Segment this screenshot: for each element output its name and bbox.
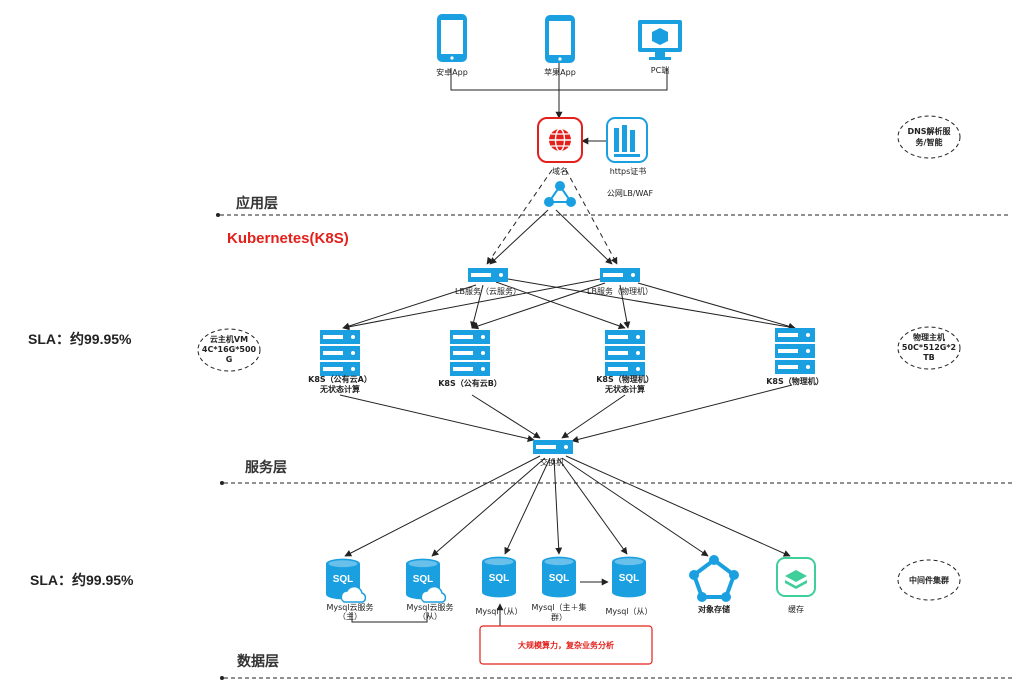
database-icon: SQL — [406, 558, 440, 600]
cloud-vm-note: 云主机VM 4C*16G*500 G — [197, 328, 261, 372]
svg-text:SQL: SQL — [489, 573, 510, 584]
cache-icon — [776, 557, 816, 597]
lb-physical-node: LB服务（物理机） — [587, 268, 653, 296]
k8s-cloud-a-line2: 无状态计算 — [319, 384, 360, 394]
cloud-icon — [340, 585, 367, 603]
lb-cloud-node: LB服务（云服务） — [455, 268, 521, 296]
k8s-physical-2-label: K8S（物理机） — [766, 376, 824, 386]
k8s-cloud-b-node: K8S（公有云B） — [438, 330, 502, 388]
k8s-physical-1-line1: K8S（物理机） — [596, 374, 654, 384]
lb-physical-label: LB服务（物理机） — [587, 286, 653, 296]
physical-host-line3: TB — [923, 353, 935, 362]
mysql-slave-2-label: Mysql（从） — [605, 607, 652, 616]
mysql-cloud-slave-line2: （从） — [418, 612, 442, 621]
server-icon — [468, 268, 508, 282]
cloud-icon — [420, 585, 447, 603]
object-storage-label: 对象存储 — [698, 604, 730, 614]
cloud-vm-line2: 4C*16G*500 — [202, 345, 257, 354]
mysql-slave-2-node: SQL Mysql（从） — [605, 556, 653, 616]
monitor-icon — [638, 20, 682, 60]
object-storage-icon — [689, 555, 739, 602]
server-stack-icon — [320, 330, 360, 376]
domain-node: 域名 — [537, 117, 583, 176]
dns-note-line1: DNS解析服 — [907, 126, 951, 136]
public-lb-waf-label: 公网LB/WAF — [607, 189, 654, 198]
application-layer-label: 应用层 — [236, 195, 278, 211]
switch-icon — [533, 440, 573, 454]
svg-text:SQL: SQL — [413, 574, 434, 585]
mysql-slave-1-label: Mysql（从） — [475, 607, 522, 616]
sla-top-label: SLA：约99.95% — [28, 331, 132, 347]
lb-cloud-label: LB服务（云服务） — [455, 286, 521, 296]
database-icon: SQL — [612, 556, 646, 598]
database-icon: SQL — [326, 558, 360, 600]
dns-note-line2: 务/智能 — [916, 137, 943, 147]
cache-node: 缓存 — [776, 557, 816, 614]
apple-app-node: 苹果App — [544, 15, 576, 77]
database-icon: SQL — [542, 556, 576, 598]
globe-icon — [537, 117, 583, 163]
analytics-callout: 大规模算力，复杂业务分析 — [479, 625, 653, 665]
certificate-icon — [606, 117, 648, 163]
distribution-hub-icon — [544, 181, 576, 207]
mysql-slave-1-node: SQL Mysql（从） — [475, 556, 523, 616]
cloud-vm-line3: G — [226, 355, 233, 364]
pc-label: PC端 — [651, 65, 669, 75]
mysql-cloud-master-line2: （主） — [338, 611, 362, 621]
analytics-callout-text: 大规模算力，复杂业务分析 — [518, 640, 614, 650]
k8s-physical-2-node: K8S（物理机） — [766, 328, 824, 386]
k8s-physical-1-node: K8S（物理机） 无状态计算 — [596, 330, 654, 394]
switch-node: 交换机 — [533, 440, 573, 467]
svg-text:SQL: SQL — [333, 574, 354, 585]
mysql-cloud-slave-line1: Mysql云服务 — [406, 602, 453, 612]
object-storage-node: 对象存储 — [689, 555, 739, 614]
pc-node: PC端 — [638, 20, 682, 75]
k8s-physical-1-line2: 无状态计算 — [604, 384, 645, 394]
switch-label: 交换机 — [540, 457, 564, 467]
android-app-label: 安卓App — [436, 67, 468, 77]
sla-bottom-label: SLA：约99.95% — [30, 572, 134, 588]
phone-icon — [437, 14, 467, 62]
android-app-node: 安卓App — [436, 14, 468, 77]
middleware-label: 中间件集群 — [909, 575, 949, 585]
svg-text:SQL: SQL — [549, 573, 570, 584]
apple-app-label: 苹果App — [544, 67, 576, 77]
server-stack-icon — [450, 330, 490, 376]
physical-host-line1: 物理主机 — [913, 332, 945, 342]
cache-label: 缓存 — [788, 604, 804, 614]
mysql-cluster-master-line1: Mysql（主＋集 — [531, 602, 586, 612]
phone-icon — [545, 15, 575, 63]
server-stack-icon — [775, 328, 815, 374]
dns-note: DNS解析服 务/智能 — [897, 115, 961, 159]
mysql-cloud-slave-node: SQL Mysql云服务 （从） — [406, 558, 454, 621]
k8s-cloud-a-line1: K8S（公有云A） — [308, 374, 372, 384]
k8s-cloud-a-node: K8S（公有云A） 无状态计算 — [308, 330, 372, 394]
https-cert-node: https证书 公网LB/WAF — [606, 117, 654, 198]
mysql-cloud-master-line1: Mysql云服务 — [326, 602, 373, 612]
server-stack-icon — [605, 330, 645, 376]
mysql-cluster-master-line2: 群） — [551, 612, 567, 622]
service-layer-label: 服务层 — [245, 459, 287, 475]
kubernetes-title: Kubernetes(K8S) — [227, 230, 349, 247]
mysql-cloud-master-node: SQL Mysql云服务 （主） — [326, 558, 374, 621]
cloud-vm-line1: 云主机VM — [210, 334, 248, 344]
mysql-cluster-master-node: SQL Mysql（主＋集 群） — [531, 556, 587, 622]
physical-host-note: 物理主机 50C*512G*2 TB — [897, 326, 961, 370]
https-cert-label: https证书 — [610, 166, 647, 176]
server-icon — [600, 268, 640, 282]
k8s-cloud-b-label: K8S（公有云B） — [438, 378, 502, 388]
middleware-note: 中间件集群 — [897, 559, 961, 601]
data-layer-label: 数据层 — [237, 653, 279, 669]
connections — [339, 62, 796, 630]
svg-text:SQL: SQL — [619, 573, 640, 584]
physical-host-line2: 50C*512G*2 — [902, 343, 956, 352]
database-icon: SQL — [482, 556, 516, 598]
domain-label: 域名 — [552, 166, 568, 176]
